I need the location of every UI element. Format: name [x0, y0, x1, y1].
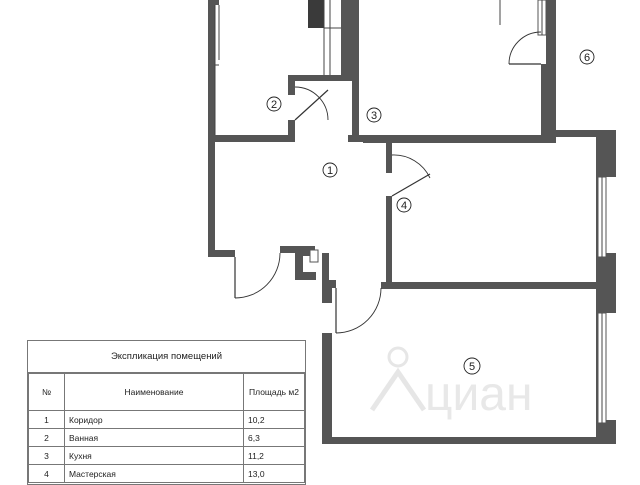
legend-table: № Наименование Площадь м2 1 Коридор 10,2… — [28, 373, 305, 483]
svg-text:3: 3 — [371, 110, 377, 122]
legend-title: Экспликация помещений — [28, 341, 305, 373]
table-row: 4 Мастерская 13,0 — [28, 464, 305, 483]
row-name: Коридор — [64, 410, 244, 429]
room-label-3: 3 — [366, 107, 382, 123]
room-label-4: 4 — [396, 197, 412, 213]
row-area: 6,3 — [243, 428, 305, 447]
row-area: 10,2 — [243, 410, 305, 429]
svg-text:1: 1 — [327, 165, 333, 177]
row-name: Ванная — [64, 428, 244, 447]
room-label-1: 1 — [322, 162, 338, 178]
row-num: 1 — [28, 410, 65, 429]
walls — [208, 0, 616, 444]
fixtures — [214, 0, 547, 263]
watermark: циан — [369, 346, 533, 421]
row-num: 2 — [28, 428, 65, 447]
table-row: 3 Кухня 11,2 — [28, 446, 305, 465]
room-label-5: 5 — [463, 357, 481, 375]
doors — [234, 31, 542, 334]
row-num: 3 — [28, 446, 65, 465]
table-row: 1 Коридор 10,2 — [28, 410, 305, 429]
windows — [597, 176, 607, 424]
header-num: № — [28, 373, 65, 411]
svg-text:2: 2 — [271, 99, 277, 111]
room-label-6: 6 — [579, 49, 595, 65]
svg-text:4: 4 — [401, 200, 407, 212]
header-area: Площадь м2 — [243, 373, 305, 411]
header-name: Наименование — [64, 373, 244, 411]
row-name: Кухня — [64, 446, 244, 465]
svg-text:5: 5 — [469, 361, 475, 373]
watermark-text: циан — [425, 368, 533, 421]
legend-header-row: № Наименование Площадь м2 — [28, 373, 305, 411]
table-row: 2 Ванная 6,3 — [28, 428, 305, 447]
room-legend: Экспликация помещений № Наименование Пло… — [27, 340, 306, 485]
svg-text:6: 6 — [584, 52, 590, 64]
room-label-2: 2 — [266, 96, 282, 112]
row-area: 11,2 — [243, 446, 305, 465]
